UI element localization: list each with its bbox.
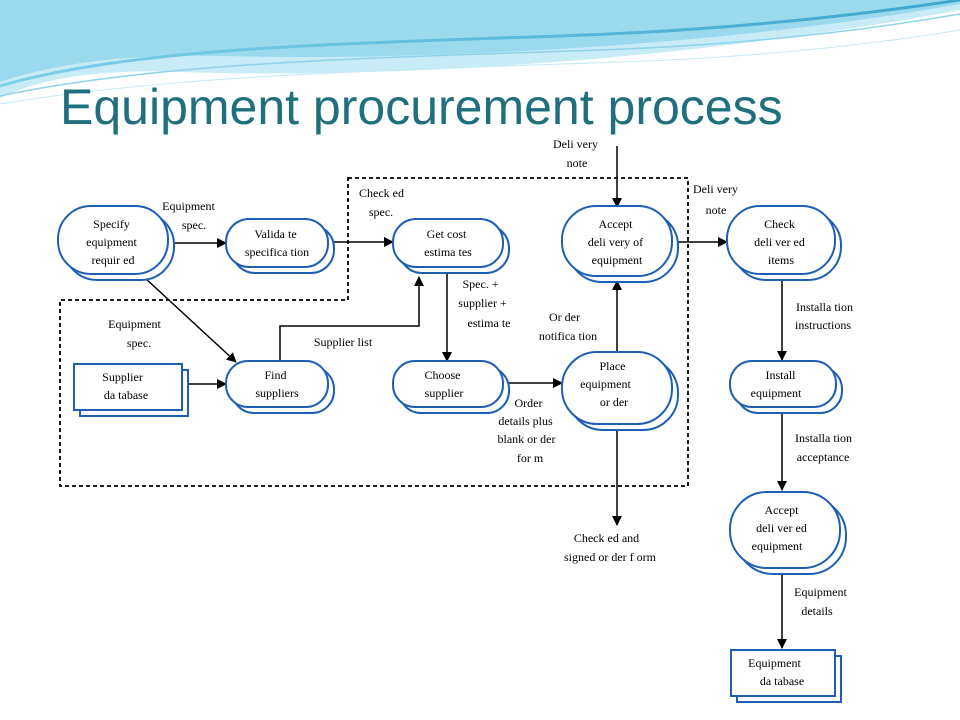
flow-specify-to-find xyxy=(144,277,237,363)
store-supplier-db: Supplier da tabase xyxy=(102,370,148,402)
flow-label-installation-instructions: Installa tion instructions xyxy=(795,300,856,332)
flow-label-installation-acceptance: Installa tion acceptance xyxy=(795,431,855,464)
process-choose-supplier: Choose supplier xyxy=(425,368,464,400)
process-check-items-shape xyxy=(726,205,842,281)
flow-label-supplier-list: Supplier list xyxy=(314,335,373,349)
process-check-items: Check deli ver ed items xyxy=(754,217,808,267)
process-validate: Valida te specifica tion xyxy=(245,227,309,259)
process-find-suppliers-shape xyxy=(225,360,335,414)
process-accept-delivery-shape xyxy=(561,205,679,283)
process-accept-equipment: Accept deli ver ed equipment xyxy=(752,503,810,553)
process-validate-shape xyxy=(225,218,335,274)
process-install: Install equipment xyxy=(751,368,802,400)
process-accept-equipment-shape xyxy=(729,491,847,575)
flow-label-delivery-note-top: Deli very note xyxy=(553,137,601,170)
process-specify-shape xyxy=(57,205,175,281)
process-get-cost-shape xyxy=(392,218,510,274)
store-shapes xyxy=(73,363,842,703)
flow-label-equipment-spec-left: Equipment spec. xyxy=(108,317,164,350)
process-place-order-shape xyxy=(561,351,679,431)
flow-label-checked-signed-form: Check ed and signed or der f orm xyxy=(564,531,657,564)
process-specify: Specify equipment requir ed xyxy=(86,217,140,267)
flow-label-equipment-details: Equipment details xyxy=(794,585,850,618)
store-equipment-db-shape xyxy=(730,649,842,703)
process-get-cost: Get cost estima tes xyxy=(424,227,472,259)
slide-title: Equipment procurement process xyxy=(60,79,783,135)
flow-label-checked-spec: Check ed spec. xyxy=(359,186,407,219)
process-install-shape xyxy=(729,360,843,414)
flow-arrows xyxy=(144,146,787,649)
flow-label-order-details: Order details plus blank or der for m xyxy=(498,396,559,465)
process-place-order: Place equipment or der xyxy=(580,359,634,409)
store-supplier-db-shape xyxy=(73,363,189,417)
store-equipment-db: Equipment da tabase xyxy=(748,656,804,688)
process-choose-supplier-shape xyxy=(392,360,510,414)
process-find-suppliers: Find suppliers xyxy=(255,368,299,400)
flow-label-delivery-note-right: Deli very note xyxy=(693,182,741,217)
flow-label-equipment-spec-top: Equipment spec. xyxy=(162,199,218,232)
flow-label-spec-supplier-estimate: Spec. + supplier + estima te xyxy=(458,277,510,330)
process-shapes xyxy=(57,205,847,575)
flow-find-to-getcost xyxy=(279,276,424,362)
header-swoosh xyxy=(0,0,960,105)
system-boundary xyxy=(59,177,689,487)
flow-label-order-notification: Or der notifica tion xyxy=(539,310,597,343)
process-accept-delivery: Accept deli very of equipment xyxy=(588,217,646,267)
